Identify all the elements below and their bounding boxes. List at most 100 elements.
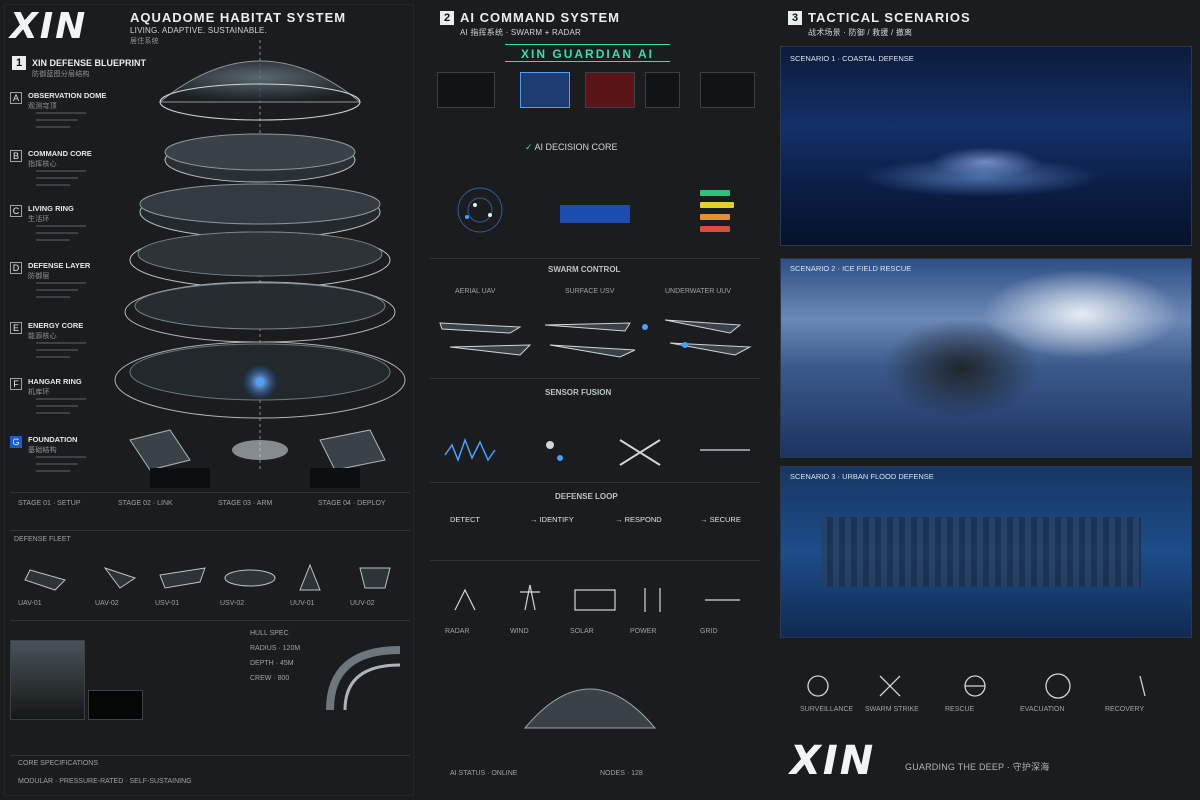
threat-level-red [700,226,730,232]
scenario-1-label: SCENARIO 1 · COASTAL DEFENSE [790,54,914,63]
layer-detail-line [36,232,78,234]
layer-detail-line [36,470,70,472]
process-step-4: STAGE 04 · DEPLOY [318,500,386,507]
layer-detail-line [36,184,70,186]
loop-identify: → IDENTIFY [530,515,574,524]
fleet-icons [24,563,391,591]
xin-logo: XIN [10,6,88,47]
layer-detail-line [36,177,78,179]
layer-b-cn: 指挥核心 [28,161,57,168]
underwater-label: UNDERWATER UUV [665,288,731,295]
layer-e-name: ENERGY CORE [28,321,84,330]
ai-subtitle: AI 指挥系统 · SWARM + RADAR [460,28,581,37]
layer-d-cn: 防御层 [28,273,50,280]
threat-level-green [700,190,730,196]
blueprint-cn: 防御蓝图分层结构 [32,71,90,78]
layer-detail-line [36,112,86,114]
blueprint-heading: 1 XIN DEFENSE BLUEPRINT [12,56,146,70]
layer-a-name: OBSERVATION DOME [28,91,107,100]
tactical-subtitle: 战术场景 · 防御 / 救援 / 撤离 [808,28,913,37]
mini-dome [523,688,657,729]
loop-detect: DETECT [450,515,480,524]
layer-detail-line [36,456,86,458]
sonar-thumbnail [10,640,85,720]
dark-panel-thumbnail [88,690,143,720]
layer-d-name: DEFENSE LAYER [28,261,91,270]
source-thumb-1[interactable] [437,72,495,108]
scenario-1-image[interactable] [780,46,1192,246]
source-thumb-5[interactable] [700,72,755,108]
process-step-2: STAGE 02 · LINK [118,500,173,507]
scenario-3-label: SCENARIO 3 · URBAN FLOOD DEFENSE [790,472,934,481]
layer-c-name: LIVING RING [28,204,74,213]
layer-detail-line [36,398,86,400]
layer-e-cn: 能源核心 [28,333,57,340]
loop-secure: → SECURE [700,515,741,524]
layer-detail-line [36,289,78,291]
arc-diagram [326,646,401,711]
tagline: GUARDING THE DEEP · 守护深海 [905,762,1050,772]
habitat-panel [4,4,414,796]
decision-core-heading: ✓ AI DECISION CORE [525,142,618,152]
habitat-subtitle-cn: 居住系统 [130,38,159,45]
mission-icons [807,673,1146,699]
source-thumb-2[interactable] [520,72,570,108]
layer-e-badge[interactable]: E [10,322,22,334]
tactical-title: TACTICAL SCENARIOS [808,10,971,25]
scenario-3-image[interactable] [780,466,1192,638]
guardian-ai-banner: XIN GUARDIAN AI [505,44,670,62]
process-step-3: STAGE 03 · ARM [218,500,273,507]
layer-d-badge[interactable]: D [10,262,22,274]
infrastructure-icons [454,584,740,612]
layer-b-badge[interactable]: B [10,150,22,162]
core-chip [560,205,630,223]
layer-detail-line [36,342,86,344]
layer-detail-line [36,282,86,284]
layer-detail-line [36,170,86,172]
layer-c-badge[interactable]: C [10,205,22,217]
ai-heading: 2 AI COMMAND SYSTEM [440,10,620,25]
layer-f-cn: 机库环 [28,389,50,396]
layer-detail-line [36,126,70,128]
threat-level-orange [700,214,730,220]
sensor-icons [444,437,750,466]
scenario-2-label: SCENARIO 2 · ICE FIELD RESCUE [790,264,912,273]
section-number-3: 3 [788,10,802,25]
exploded-dome-diagram [114,40,406,488]
layer-a-badge[interactable]: A [10,92,22,104]
layer-detail-line [36,349,78,351]
source-thumb-3[interactable] [585,72,635,108]
section-number: 1 [12,56,26,70]
loop-respond: → RESPOND [615,515,662,524]
layer-f-name: HANGAR RING [28,377,82,386]
layer-detail-line [36,405,78,407]
surface-label: SURFACE USV [565,288,615,295]
swarm-vehicles [439,319,752,358]
layer-b-name: COMMAND CORE [28,149,92,158]
ai-title: AI COMMAND SYSTEM [460,10,620,25]
layer-detail-line [36,356,70,358]
process-step-1: STAGE 01 · SETUP [18,500,81,507]
habitat-subtitle: LIVING. ADAPTIVE. SUSTAINABLE. [130,26,268,35]
threat-radar [457,187,503,233]
layer-g-cn: 基础结构 [28,447,57,454]
layer-detail-line [36,296,70,298]
fleet-heading: DEFENSE FLEET [14,536,71,543]
layer-f-badge[interactable]: F [10,378,22,390]
habitat-title: AQUADOME HABITAT SYSTEM [130,10,347,25]
layer-detail-line [36,239,70,241]
threat-level-yellow [700,202,734,208]
swarm-heading: SWARM CONTROL [548,265,621,274]
layer-g-name: FOUNDATION [28,435,78,444]
xin-logo-bottom: XIN [790,738,876,784]
layer-detail-line [36,412,70,414]
section-number-2: 2 [440,10,454,25]
source-thumb-4[interactable] [645,72,680,108]
scenario-2-image[interactable] [780,258,1192,458]
sensor-heading: SENSOR FUSION [545,388,612,397]
tactical-heading: 3 TACTICAL SCENARIOS [788,10,971,25]
layer-g-badge[interactable]: G [10,436,22,448]
layer-detail-line [36,119,78,121]
defense-loop-heading: DEFENSE LOOP [555,492,618,501]
layer-c-cn: 生活环 [28,216,50,223]
